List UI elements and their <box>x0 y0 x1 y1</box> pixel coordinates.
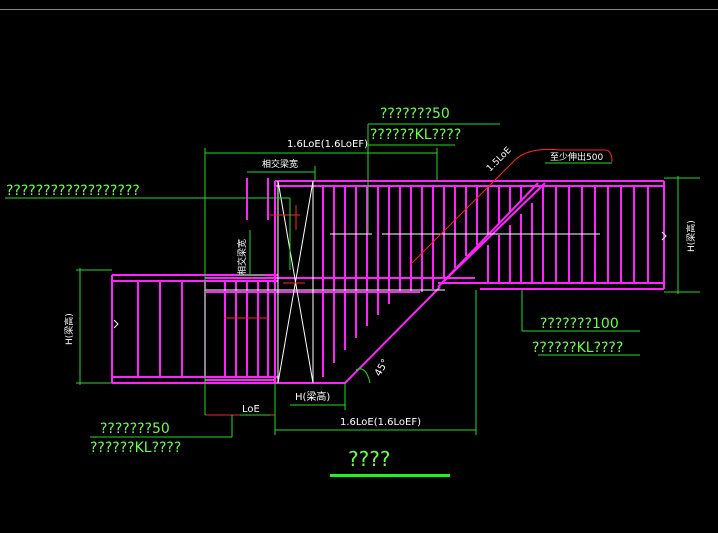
h-bottom-label: H(梁高) <box>295 390 330 403</box>
diag-len-label: 1.5LoE <box>485 145 514 174</box>
drawing-caption: ???? <box>348 447 390 471</box>
dimension-lines <box>5 123 700 438</box>
top-note-2: ??????KL???? <box>370 127 461 143</box>
dim-bottom-label: 1.6LoE(1.6LoEF) <box>340 417 421 428</box>
beam-rebar <box>111 178 665 384</box>
angle-label: 45° <box>373 357 391 378</box>
intersect-side-label: 相交梁宽 <box>236 239 248 275</box>
break-symbol-left <box>113 319 119 329</box>
h-left-label: H(梁高) <box>63 313 75 345</box>
bottom-left-note-2: ??????KL???? <box>90 440 181 456</box>
caption-underline <box>330 474 450 477</box>
intersect-top-label: 相交梁宽 <box>262 158 298 170</box>
left-note: ?????????????????? <box>6 183 140 199</box>
h-right-label: H(梁高) <box>685 220 697 252</box>
bottom-left-note-1: ???????50 <box>100 421 170 437</box>
right-note-2: ??????KL???? <box>532 340 623 356</box>
loe-label: LoE <box>242 404 260 415</box>
break-symbol-right <box>661 231 667 241</box>
top-border-line <box>0 9 718 10</box>
centerlines <box>205 233 600 291</box>
upper-beam-stirrups <box>322 186 649 377</box>
right-note-1: ???????100 <box>540 316 619 332</box>
top-note-1: ???????50 <box>380 106 450 122</box>
min-extend-label: 至少伸出500 <box>550 151 603 163</box>
dim-top-label: 1.6LoE(1.6LoEF) <box>287 139 368 150</box>
